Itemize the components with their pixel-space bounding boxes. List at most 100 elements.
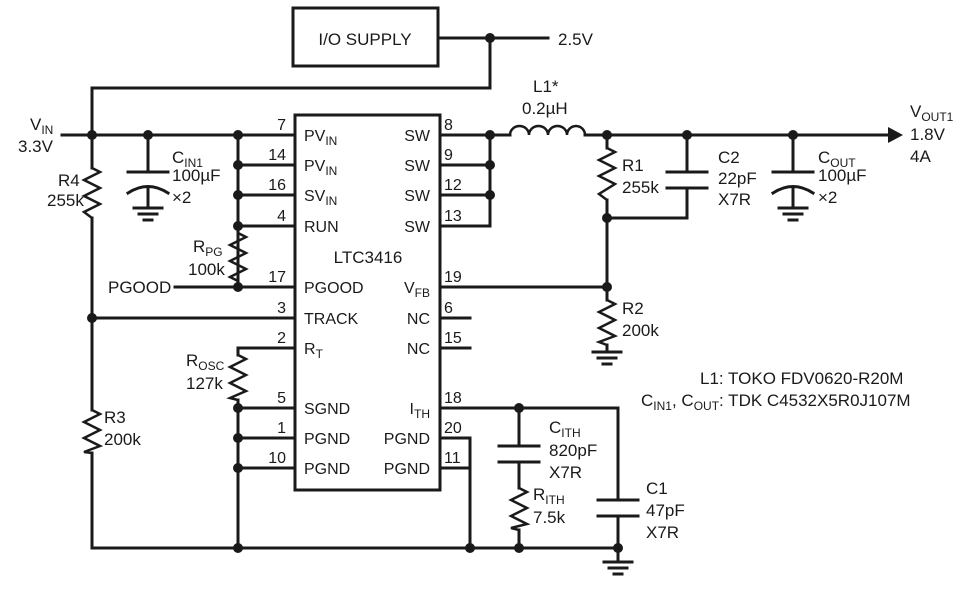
vout-value: 1.8V: [910, 125, 946, 144]
cith-value: 820pF: [549, 441, 597, 460]
junction-dot: [233, 463, 243, 473]
r1-value: 255k: [622, 178, 659, 197]
r4-value: 255k: [47, 191, 84, 210]
junction-dot: [485, 33, 495, 43]
junction-dot: [514, 543, 524, 553]
ic-name: LTC3416: [334, 248, 403, 267]
junction-dot: [465, 543, 475, 553]
junction-dot: [233, 221, 243, 231]
junction-dot: [602, 213, 612, 223]
junction-dot: [233, 282, 243, 292]
pin-number: 15: [444, 330, 462, 347]
rith-resistor: [508, 486, 531, 532]
cith-label: CITH: [549, 418, 581, 440]
r4-resistor: [81, 166, 103, 219]
pin-name: PGND: [304, 461, 350, 478]
junction-dot: [788, 130, 798, 140]
pin-number: 10: [268, 450, 286, 467]
pin-name: RT: [304, 341, 324, 361]
cith-dielectric: X7R: [549, 463, 582, 482]
io-supply-label: I/O SUPPLY: [318, 30, 411, 49]
r3-resistor: [81, 408, 104, 455]
pin-name: SW: [404, 158, 431, 175]
junction-dot: [233, 130, 243, 140]
pin-name: VFB: [404, 280, 430, 300]
pin-name: SGND: [304, 401, 350, 418]
junction-dot: [143, 130, 153, 140]
pin-name: PVIN: [304, 128, 337, 148]
r3-value: 200k: [104, 430, 141, 449]
vin-value: 3.3V: [18, 137, 54, 156]
vout-arrow: [888, 127, 903, 143]
junction-dot: [485, 160, 495, 170]
junction-dot: [602, 130, 612, 140]
pin-number: 12: [444, 177, 462, 194]
r3-label: R3: [104, 408, 126, 427]
junction-dot: [602, 282, 612, 292]
pgood-net-label: PGOOD: [108, 278, 171, 297]
ic-body: [293, 113, 442, 492]
pin-number: 19: [444, 269, 462, 286]
ground-symbol: [777, 206, 809, 222]
rith-label: RITH: [533, 485, 565, 507]
rpg-value: 100k: [188, 260, 225, 279]
pin-number: 5: [277, 390, 286, 407]
junction-dots: [87, 33, 798, 553]
c1-capacitor: [596, 498, 640, 518]
ground-symbol: [591, 350, 623, 366]
junction-dot: [485, 190, 495, 200]
pin-number: 6: [444, 300, 453, 317]
junction-dot: [233, 543, 243, 553]
pin-name: PVIN: [304, 158, 337, 178]
r2-value: 200k: [622, 321, 659, 340]
cith-capacitor: [497, 444, 541, 464]
cout-value: 100µF: [818, 166, 867, 185]
ground-symbol: [132, 206, 164, 222]
junction-dot: [233, 433, 243, 443]
pin-number: 3: [277, 300, 286, 317]
rosc-label: ROSC: [186, 351, 225, 373]
junction-dot: [233, 190, 243, 200]
cout-label: COUT: [818, 148, 856, 170]
l1-inductor: [508, 124, 587, 136]
pin-name: SW: [404, 219, 431, 236]
pin-name: ITH: [410, 401, 430, 421]
r2-label: R2: [622, 299, 644, 318]
note-capacitor-part: CIN1, COUT: TDK C4532X5R0J107M: [641, 391, 911, 413]
pin-number: 14: [268, 147, 286, 164]
c2-dielectric: X7R: [718, 190, 751, 209]
junction-dot: [485, 130, 495, 140]
pin-number: 20: [444, 420, 462, 437]
r2-resistor: [595, 298, 619, 347]
pin-name: PGND: [384, 431, 430, 448]
junction-dot: [682, 130, 692, 140]
pin-number: 1: [277, 420, 286, 437]
io-supply-box: [291, 6, 440, 68]
pin-name: SW: [404, 128, 431, 145]
pin-number: 7: [277, 117, 286, 134]
cin1-value: 100µF: [172, 166, 221, 185]
pin-name: NC: [407, 311, 430, 328]
c2-value: 22pF: [718, 169, 757, 188]
pin-name: RUN: [304, 219, 339, 236]
r1-resistor: [596, 146, 618, 201]
junction-dot: [233, 160, 243, 170]
pin-name: TRACK: [304, 311, 359, 328]
vout-current: 4A: [910, 147, 931, 166]
cin1-count: ×2: [172, 188, 191, 207]
junction-dot: [87, 130, 97, 140]
junction-dot: [87, 313, 97, 323]
cin1-capacitor: [125, 170, 171, 196]
ground-symbol: [602, 560, 634, 576]
note-inductor-part: L1: TOKO FDV0620-R20M: [700, 369, 903, 388]
pin-name: PGND: [304, 431, 350, 448]
pin-name: PGOOD: [304, 280, 364, 297]
pin-number: 9: [444, 147, 453, 164]
c1-label: C1: [646, 479, 668, 498]
ic-pins: 7PVIN14PVIN16SVIN4RUN17PGOOD3TRACK2RT5SG…: [268, 117, 462, 478]
pin-number: 11: [444, 450, 461, 467]
rpg-resistor: [227, 231, 249, 283]
pin-number: 16: [268, 177, 286, 194]
vin-label: VIN: [30, 115, 53, 137]
junction-dot: [233, 403, 243, 413]
